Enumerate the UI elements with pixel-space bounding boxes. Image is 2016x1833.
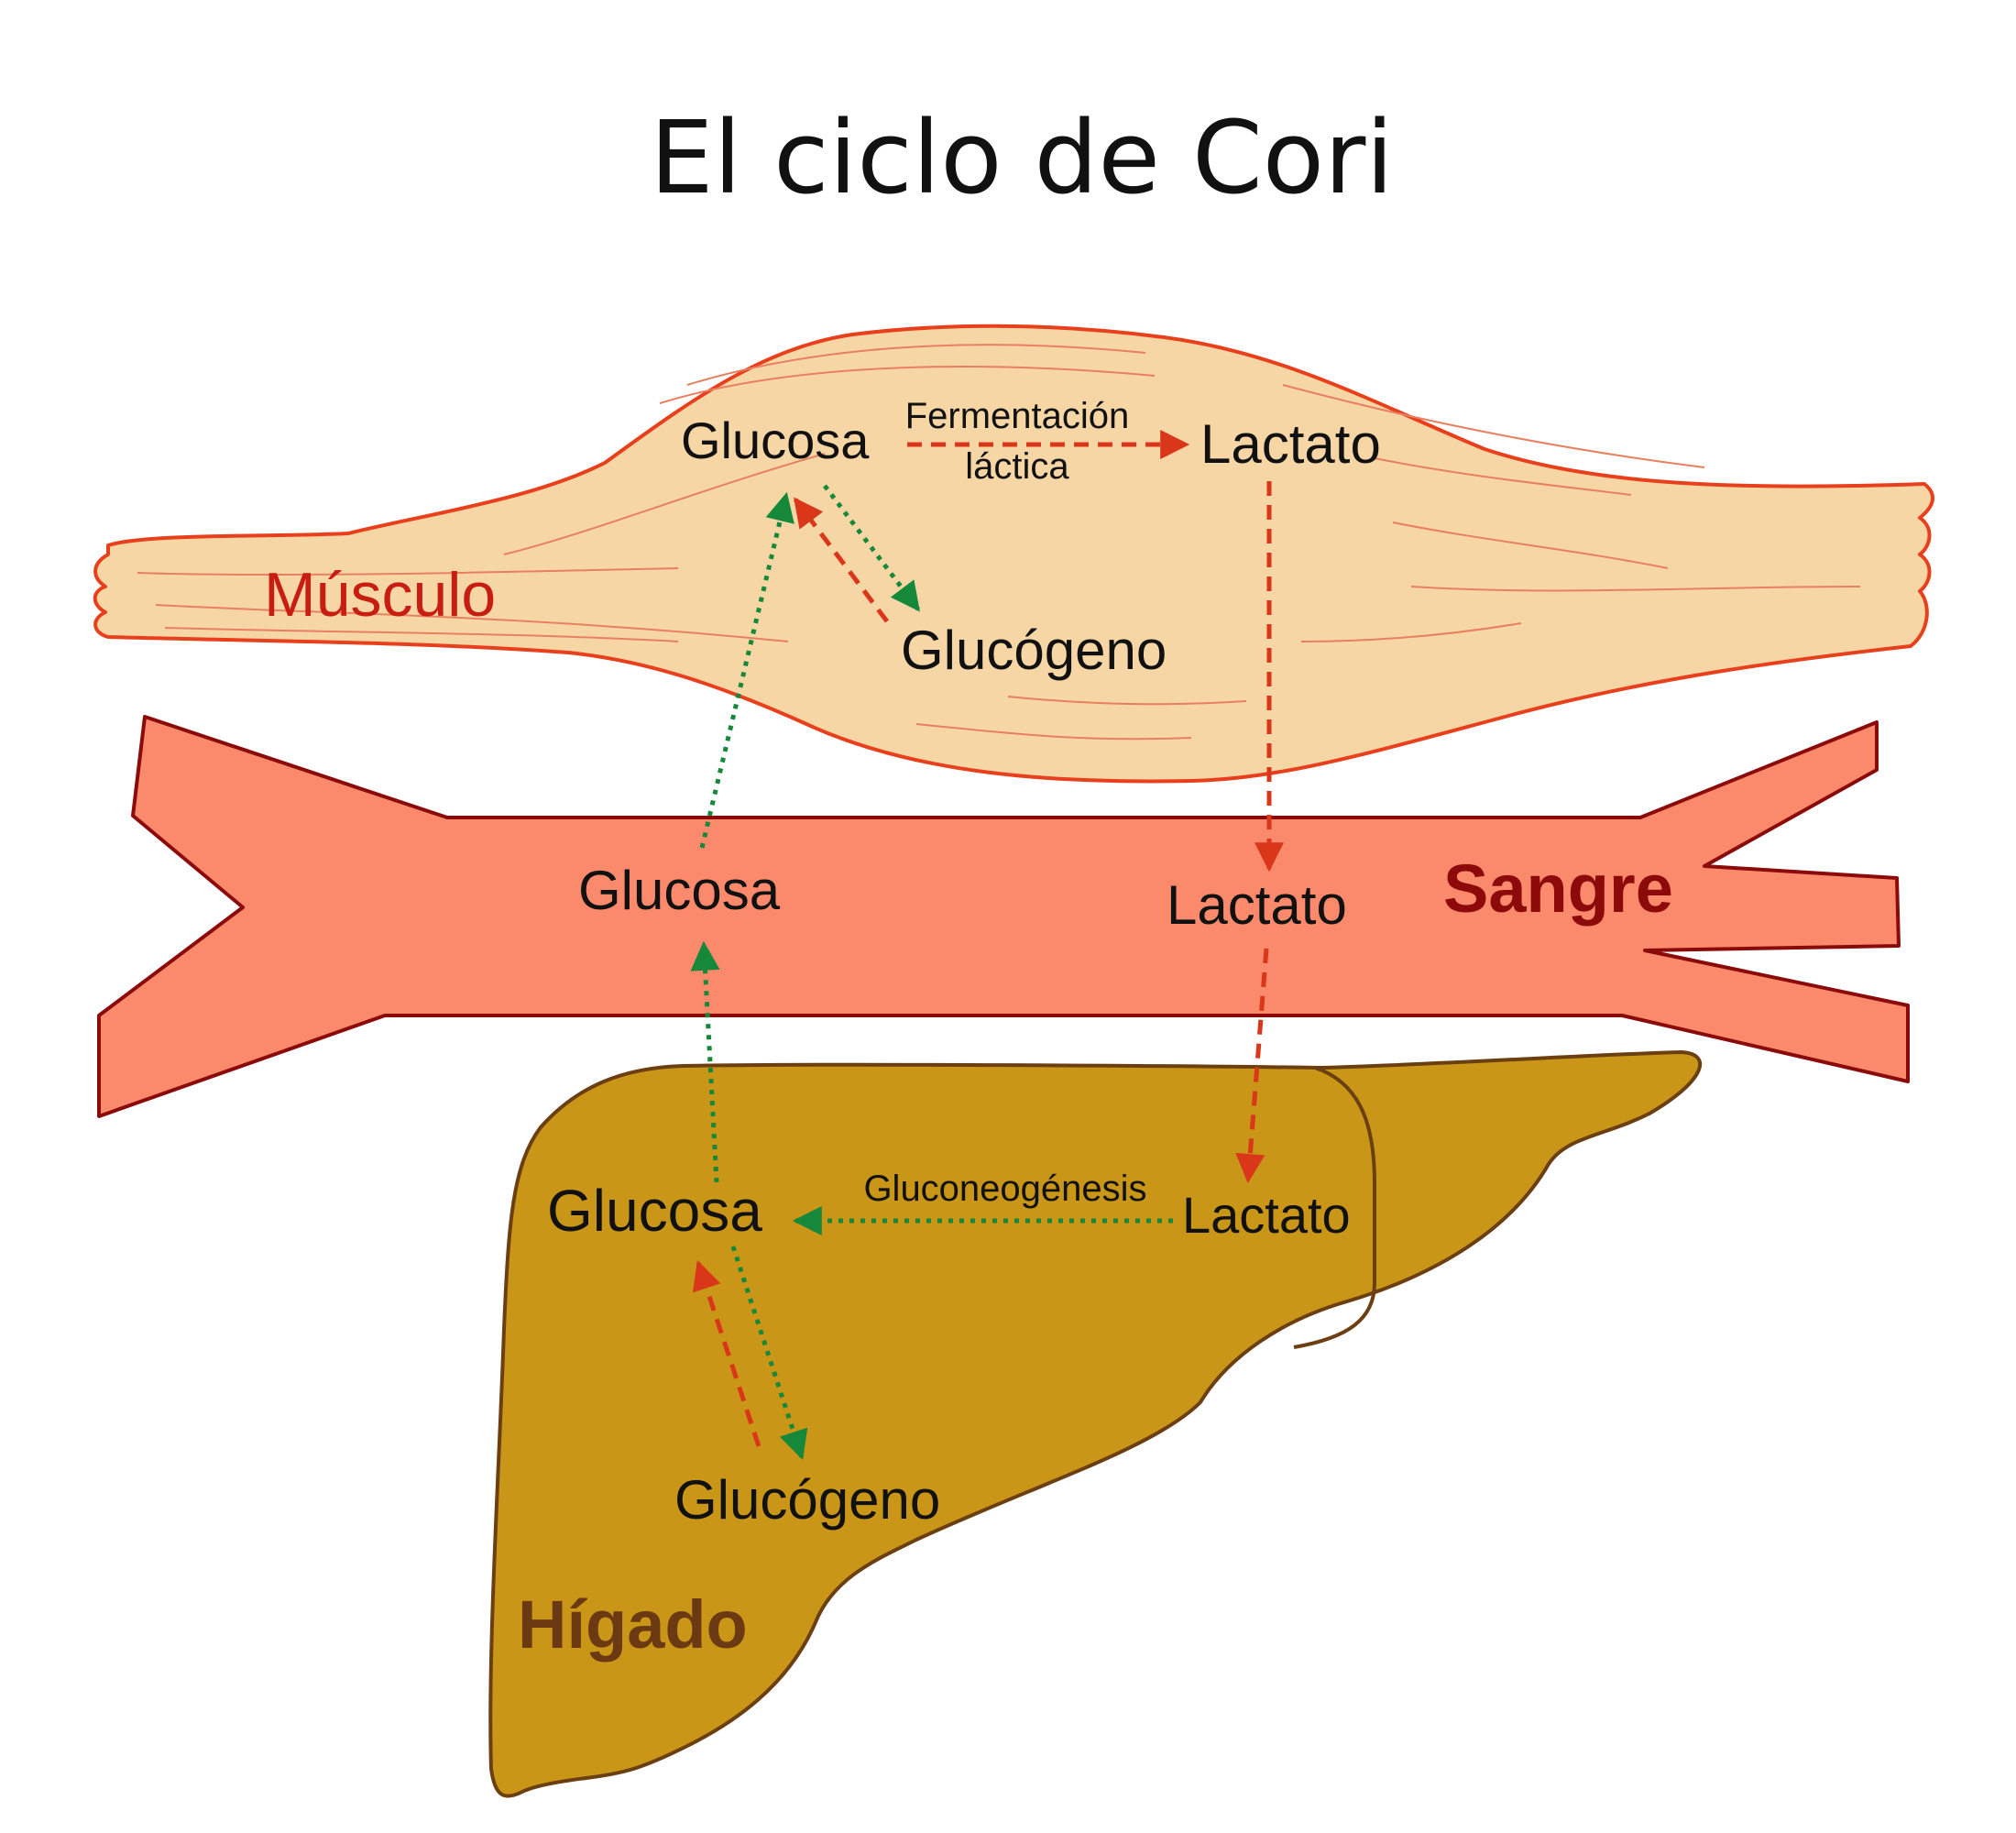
label-liver: Hígado <box>518 1586 748 1663</box>
muscle-glucose-label: Glucosa <box>681 412 870 469</box>
fermentation-label-line2: láctica <box>965 446 1069 487</box>
blood-lactate-label: Lactato <box>1167 874 1347 936</box>
liver-glucose-label: Glucosa <box>547 1178 762 1244</box>
muscle <box>95 326 1933 782</box>
muscle-shape <box>95 326 1933 782</box>
liver-glycogen-label: Glucógeno <box>674 1469 940 1531</box>
muscle-glycogen-label: Glucógeno <box>901 620 1167 681</box>
blood-glucose-label: Glucosa <box>578 860 781 921</box>
gluconeogenesis-label: Gluconeogénesis <box>863 1169 1146 1209</box>
liver <box>490 1052 1700 1796</box>
label-muscle: Músculo <box>264 560 496 630</box>
label-blood: Sangre <box>1443 851 1673 927</box>
liver-shape <box>490 1052 1700 1796</box>
liver-lactate-label: Lactato <box>1182 1186 1351 1244</box>
fermentation-label-line1: Fermentación <box>905 396 1130 436</box>
diagram-title: El ciclo de Cori <box>650 99 1394 216</box>
muscle-lactate-label: Lactato <box>1200 413 1381 475</box>
